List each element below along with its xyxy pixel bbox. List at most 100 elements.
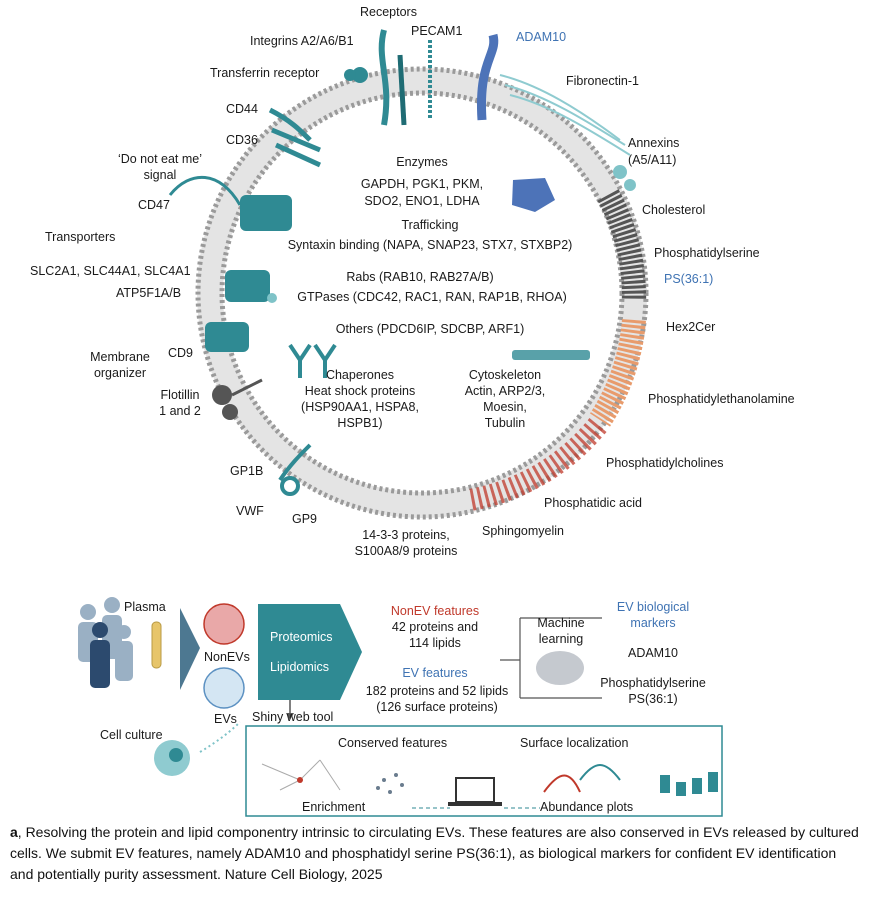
integrins-label: Integrins A2/A6/B1 — [250, 34, 354, 48]
plasma-tube-icon — [151, 621, 162, 669]
enzymes-title: Enzymes — [396, 155, 448, 169]
ev-icon — [203, 667, 245, 709]
rabs-label: Rabs (RAB10, RAB27A/B) — [346, 270, 494, 284]
nonev-features-title: NonEV features — [390, 604, 480, 618]
s100-label: S100A8/9 proteins — [354, 544, 458, 558]
shiny-tool-box — [245, 725, 723, 817]
chaperones-line-2: (HSP90AA1, HSPA8, — [301, 400, 419, 414]
figure-caption: a, Resolving the protein and lipid compo… — [10, 822, 862, 885]
ev-line-2: (126 surface proteins) — [376, 700, 498, 714]
enzymes-line-1: GAPDH, PGK1, PKM, — [360, 177, 484, 191]
surface-label: Surface localization — [520, 736, 629, 750]
phosphatidylcholines-label: Phosphatidylcholines — [606, 456, 724, 470]
receptors-label: Receptors — [360, 5, 417, 19]
pecam1-label: PECAM1 — [411, 24, 463, 38]
boxplot-icon — [660, 772, 718, 796]
proteins-1433-label: 14-3-3 proteins, — [362, 528, 450, 542]
laptop-icon — [448, 777, 502, 806]
enrichment-label: Enrichment — [302, 800, 366, 814]
outer-leaflet — [195, 66, 649, 520]
trafficking-title: Trafficking — [401, 218, 459, 232]
nonev-icon — [203, 603, 245, 645]
cytoskeleton-title: Cytoskeleton — [468, 368, 542, 382]
gp1b-label: GP1B — [230, 464, 264, 478]
transporters-label: Transporters — [45, 230, 116, 244]
cd9-label: CD9 — [168, 346, 194, 360]
markers-title-1: EV biological — [616, 600, 690, 614]
shiny-label: Shiny web tool — [252, 710, 334, 724]
brain-icon — [536, 651, 584, 685]
cytoskeleton-line-1: Actin, ARP2/3, — [464, 384, 546, 398]
network-icon — [261, 759, 341, 791]
lipidomics-label: Lipidomics — [270, 660, 330, 674]
chaperones-line-3: HSPB1) — [337, 416, 383, 430]
gp1b-vwf-icon — [278, 443, 312, 496]
nonev-line-1: 42 proteins and — [391, 620, 479, 634]
annexins-sub-label: (A5/A11) — [628, 153, 677, 167]
transferrin-label: Transferrin receptor — [210, 66, 320, 80]
cd44-cd36-icon — [268, 107, 322, 168]
conserved-label: Conserved features — [338, 736, 448, 750]
ml-label-2: learning — [538, 632, 584, 646]
membrane-organizer-label: Membrane — [90, 350, 150, 364]
slc-label: SLC2A1, SLC44A1, SLC4A1 — [30, 264, 191, 278]
cd47-icon — [168, 175, 292, 231]
cytoskeleton-line-2: Moesin, — [483, 400, 527, 414]
caption-text: , Resolving the protein and lipid compon… — [10, 824, 859, 882]
phosphatidic-acid-label: Phosphatidic acid — [544, 496, 642, 510]
distribution-icon — [543, 774, 581, 793]
annexin-icon — [613, 165, 627, 179]
atp5f1a-label: ATP5F1A/B — [116, 286, 182, 300]
cell-culture-label: Cell culture — [100, 728, 163, 742]
evs-label: EVs — [214, 712, 237, 726]
dont-eat-me-label: ‘Do not eat me’ — [117, 152, 203, 166]
flotillin-icon — [212, 378, 263, 420]
marker-ps: Phosphatidylserine — [600, 676, 706, 690]
chaperones-title: Chaperones — [325, 368, 395, 382]
vesicle-diagram — [78, 29, 723, 817]
cd47-label: CD47 — [138, 198, 170, 212]
plasma-label: Plasma — [124, 600, 166, 614]
phosphatidylethanolamine-label: Phosphatidylethanolamine — [648, 392, 795, 406]
nonevs-label: NonEVs — [204, 650, 250, 664]
abundance-label: Abundance plots — [540, 800, 634, 814]
ml-label-1: Machine — [537, 616, 585, 630]
receptor-cluster — [344, 29, 499, 126]
hex2cer-label: Hex2Cer — [666, 320, 716, 334]
transporter-icon — [225, 270, 277, 303]
enzyme-icon — [512, 178, 555, 212]
caption-lead: a — [10, 824, 18, 840]
scatter-icon — [376, 773, 404, 794]
cd44-label: CD44 — [226, 102, 258, 116]
cytoskeleton-line-3: Tubulin — [484, 416, 526, 430]
markers-title-2: markers — [630, 616, 676, 630]
organizer-label: organizer — [93, 366, 147, 380]
ev-features-title: EV features — [402, 666, 468, 680]
others-label: Others (PDCD6IP, SDCBP, ARF1) — [335, 322, 525, 336]
cholesterol-label: Cholesterol — [642, 203, 706, 217]
adam10-label: ADAM10 — [516, 30, 567, 44]
phosphatidylserine-label: Phosphatidylserine — [654, 246, 760, 260]
cd36-label: CD36 — [226, 133, 258, 147]
sphingomyelin-label: Sphingomyelin — [482, 524, 564, 538]
proteomics-label: Proteomics — [270, 630, 333, 644]
annexins-label: Annexins — [628, 136, 680, 150]
funnel-arrow — [180, 608, 200, 690]
annexin-icon — [624, 179, 636, 191]
omics-arrow — [258, 604, 362, 700]
marker-ps-sub: PS(36:1) — [628, 692, 678, 706]
gp9-label: GP9 — [292, 512, 318, 526]
gtpases-label: GTPases (CDC42, RAC1, RAN, RAP1B, RHOA) — [297, 290, 567, 304]
fibronectin-icon — [499, 74, 631, 156]
syntaxin-label: Syntaxin binding (NAPA, SNAP23, STX7, ST… — [287, 238, 573, 252]
people-icon — [78, 597, 133, 688]
ps361-label: PS(36:1) — [664, 272, 714, 286]
phosphatidylserine-region — [597, 189, 647, 301]
marker-adam10: ADAM10 — [627, 646, 679, 660]
hex2cer-region — [589, 318, 646, 427]
actin-filament-icon — [512, 350, 590, 360]
cd9-icon — [205, 322, 249, 352]
chaperones-line-1: Heat shock proteins — [304, 384, 416, 398]
chaperone-icon — [288, 343, 337, 378]
fibronectin-label: Fibronectin-1 — [566, 74, 639, 88]
